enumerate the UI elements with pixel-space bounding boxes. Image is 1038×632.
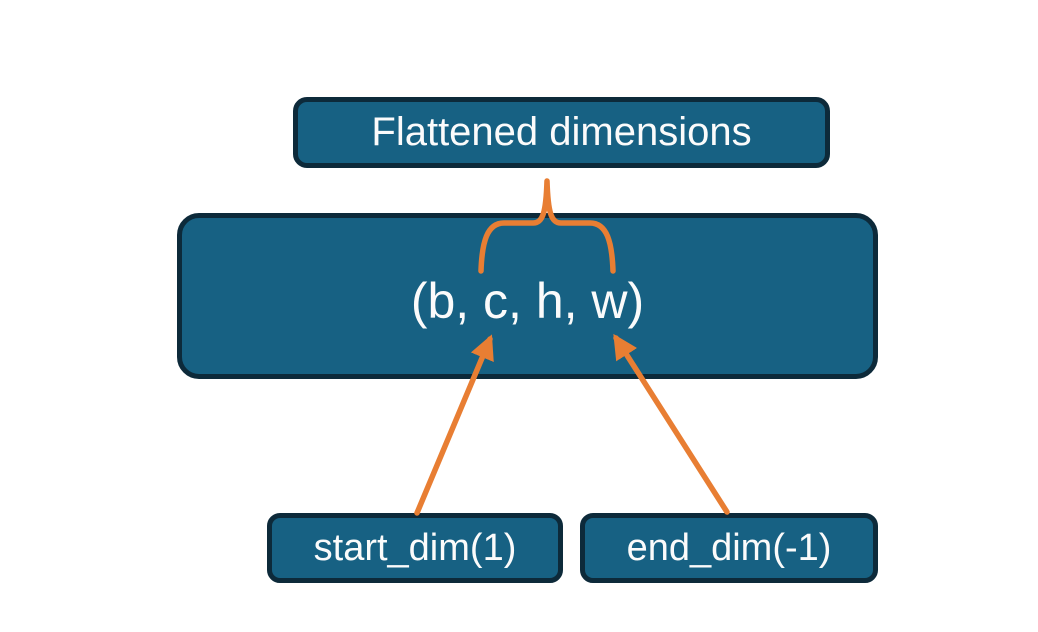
tensor-shape-box: (b, c, h, w) <box>177 213 878 379</box>
tensor-shape-label: (b, c, h, w) <box>410 273 645 329</box>
end-dim-box: end_dim(-1) <box>580 513 878 583</box>
flattened-dimensions-label: Flattened dimensions <box>371 110 752 154</box>
flattened-dimensions-box: Flattened dimensions <box>293 97 830 168</box>
start-dim-label: start_dim(1) <box>313 526 517 569</box>
start-dim-box: start_dim(1) <box>267 513 563 583</box>
end-dim-label: end_dim(-1) <box>626 526 832 569</box>
